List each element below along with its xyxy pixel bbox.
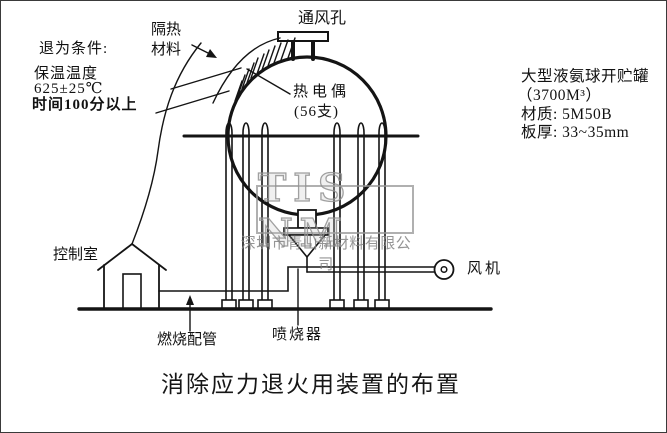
burner-assembly <box>283 209 329 273</box>
tank-spec-name: 大型液氨球开贮罐 <box>521 68 650 85</box>
tank-spec-material: 材质: 5M50B <box>521 106 613 123</box>
thermocouple-label: 热电偶 <box>293 84 351 100</box>
control-room-label: 控制室 <box>53 247 99 263</box>
fan-label: 风机 <box>467 261 504 277</box>
vent-hole-label: 通风孔 <box>298 10 347 27</box>
insulation-label-line1: 隔热 <box>151 22 182 38</box>
condition-temp-value: 625±25℃ <box>34 81 104 97</box>
condition-temp-label: 保温温度 <box>34 66 99 82</box>
diagram-title: 消除应力退火用装置的布置 <box>161 372 461 397</box>
insulation-label-line2: 材料 <box>151 42 182 58</box>
enclosure-curve <box>131 42 202 245</box>
control-room-house <box>97 243 167 310</box>
fan-duct <box>306 266 436 273</box>
watermark-brand: TIS NM <box>256 164 414 255</box>
tank-spec-thickness: 板厚: 33~35mm <box>521 124 630 141</box>
fan-symbol <box>433 259 455 280</box>
watermark-company: 深圳市青山新材料有限公司 <box>240 236 412 273</box>
insulation-hatch <box>155 37 296 114</box>
support-pipes <box>221 122 390 309</box>
tank-spec-volume: （3700M³） <box>517 87 602 104</box>
condition-heading: 退为条件: <box>39 41 109 57</box>
condition-time: 时间100分以上 <box>32 97 138 113</box>
combustion-pipe <box>158 266 308 292</box>
leader-lines <box>186 44 299 332</box>
burner-label: 喷烧器 <box>272 327 324 343</box>
thermocouple-count: (56支) <box>294 104 339 120</box>
combustion-piping-label: 燃烧配管 <box>157 332 218 348</box>
